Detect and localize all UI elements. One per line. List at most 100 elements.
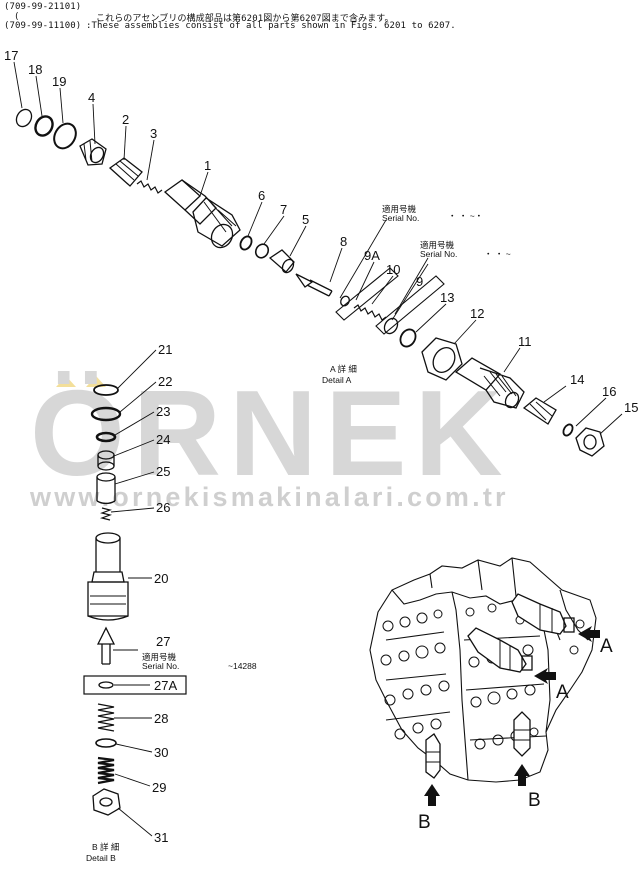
serial-9-jp: 適用号機 <box>420 240 455 250</box>
label-part-13: 13 <box>440 290 454 305</box>
label-part-27: 27 <box>156 634 170 649</box>
valve-cartridge-a-upper <box>511 593 575 635</box>
part-4-plug <box>79 138 107 166</box>
callout-b-right: B <box>528 790 541 811</box>
leader-lines-upper <box>13 61 623 435</box>
part-17-ring <box>15 108 33 128</box>
callout-a-upper: A <box>600 636 613 657</box>
part-16-ring <box>562 423 574 437</box>
part-29-spring <box>97 756 115 785</box>
part-9-ring <box>383 317 399 335</box>
detail-b-en: Detail B <box>86 853 116 863</box>
label-part-11: 11 <box>518 334 532 349</box>
serial-9-en: Serial No. <box>420 249 457 259</box>
label-part-16: 16 <box>602 384 616 399</box>
leader-lines-lower <box>110 349 157 837</box>
label-part-29: 29 <box>152 780 166 795</box>
header-note-jp: これらのアセンブリの構成部品は第6201図から第6207図まで含みます。 <box>96 14 394 24</box>
part-13-ring <box>399 328 417 348</box>
callout-a-lower: A <box>556 682 569 703</box>
label-part-20: 20 <box>154 571 168 586</box>
part-30-ring <box>95 738 117 748</box>
part-27a-ring <box>98 681 114 689</box>
detail-b-jp: B 詳 細 <box>92 842 119 852</box>
part-2-sleeve <box>108 157 143 187</box>
part-15-nut <box>575 427 605 457</box>
callout-b-left: B <box>418 812 431 833</box>
part-26-spring <box>99 507 113 521</box>
arrow-b-left-icon <box>424 784 440 806</box>
label-part-10: 10 <box>386 262 400 277</box>
label-part-2: 2 <box>122 112 129 127</box>
part-12-nut <box>421 337 463 381</box>
valve-cartridge-a-lower <box>467 627 533 673</box>
part-6-ring <box>239 235 253 251</box>
part-9-plate <box>375 275 445 335</box>
label-part-8: 8 <box>340 234 347 249</box>
part-7-washer <box>254 243 270 259</box>
arrow-a-lower-icon <box>534 668 556 684</box>
label-part-14: 14 <box>570 372 584 387</box>
part-23-ring <box>95 431 117 443</box>
arrow-a-upper-icon <box>578 626 600 642</box>
label-part-22: 22 <box>158 374 172 389</box>
label-part-28: 28 <box>154 711 168 726</box>
part-8-pin <box>295 273 333 297</box>
label-part-17: 17 <box>4 48 18 63</box>
part-27a-plate <box>83 675 187 695</box>
part-11-cartridge <box>454 357 525 409</box>
header-note-en: :These assemblies consist of all parts s… <box>86 21 456 31</box>
header-bracket: ( <box>14 12 20 22</box>
watermark-umlaut <box>56 376 126 388</box>
serial-8-value: ・ ・ ~・ <box>448 211 483 221</box>
label-part-27a: 27A <box>154 678 177 693</box>
label-part-30: 30 <box>154 745 168 760</box>
watermark-url: www.ornekismakinalari.com.tr <box>30 482 509 512</box>
valve-cartridge-b-left <box>425 733 441 779</box>
label-part-3: 3 <box>150 126 157 141</box>
label-part-19: 19 <box>52 74 66 89</box>
label-part-21: 21 <box>158 342 172 357</box>
serial-8-jp: 適用号機 <box>382 204 417 214</box>
part-9a-plate <box>335 267 399 321</box>
label-part-1: 1 <box>204 158 211 173</box>
part-25-piston <box>96 472 116 505</box>
header-part-number-2: (709-99-11100) <box>4 21 82 31</box>
detail-a-jp: A 詳 細 <box>330 364 357 374</box>
serial-9-value: ・ ・ ~ <box>484 249 511 259</box>
label-part-18: 18 <box>28 62 42 77</box>
label-part-5: 5 <box>302 212 309 227</box>
label-part-7: 7 <box>280 202 287 217</box>
part-24-cup <box>97 450 115 471</box>
label-part-25: 25 <box>156 464 170 479</box>
label-part-9a: 9A <box>364 248 380 263</box>
label-part-15: 15 <box>624 400 638 415</box>
part-18-ring <box>34 115 54 137</box>
label-part-23: 23 <box>156 404 170 419</box>
label-part-9: 9 <box>416 274 423 289</box>
serial-27-jp: 適用号機 <box>142 652 177 662</box>
header-part-number-1: (709-99-21101) <box>4 2 82 12</box>
part-3-spring <box>136 180 163 194</box>
part-14-sleeve <box>522 397 557 425</box>
label-part-6: 6 <box>258 188 265 203</box>
part-5-cap <box>268 249 295 274</box>
part-22-ring <box>90 406 122 422</box>
label-part-26: 26 <box>156 500 170 515</box>
part-31-nut <box>92 788 121 816</box>
label-part-12: 12 <box>470 306 484 321</box>
part-28-spring <box>97 703 115 732</box>
part-20-cartridge <box>87 532 129 621</box>
part-10-spring <box>353 304 387 321</box>
part-21-ring <box>93 384 119 396</box>
part-19-ring <box>53 122 77 150</box>
label-part-31: 31 <box>154 830 168 845</box>
arrow-b-right-icon <box>514 764 530 786</box>
serial-27-value: ~14288 <box>228 661 257 671</box>
serial-27-en: Serial No. <box>142 661 179 671</box>
label-part-4: 4 <box>88 90 95 105</box>
label-part-24: 24 <box>156 432 170 447</box>
serial-8-en: Serial No. <box>382 213 419 223</box>
